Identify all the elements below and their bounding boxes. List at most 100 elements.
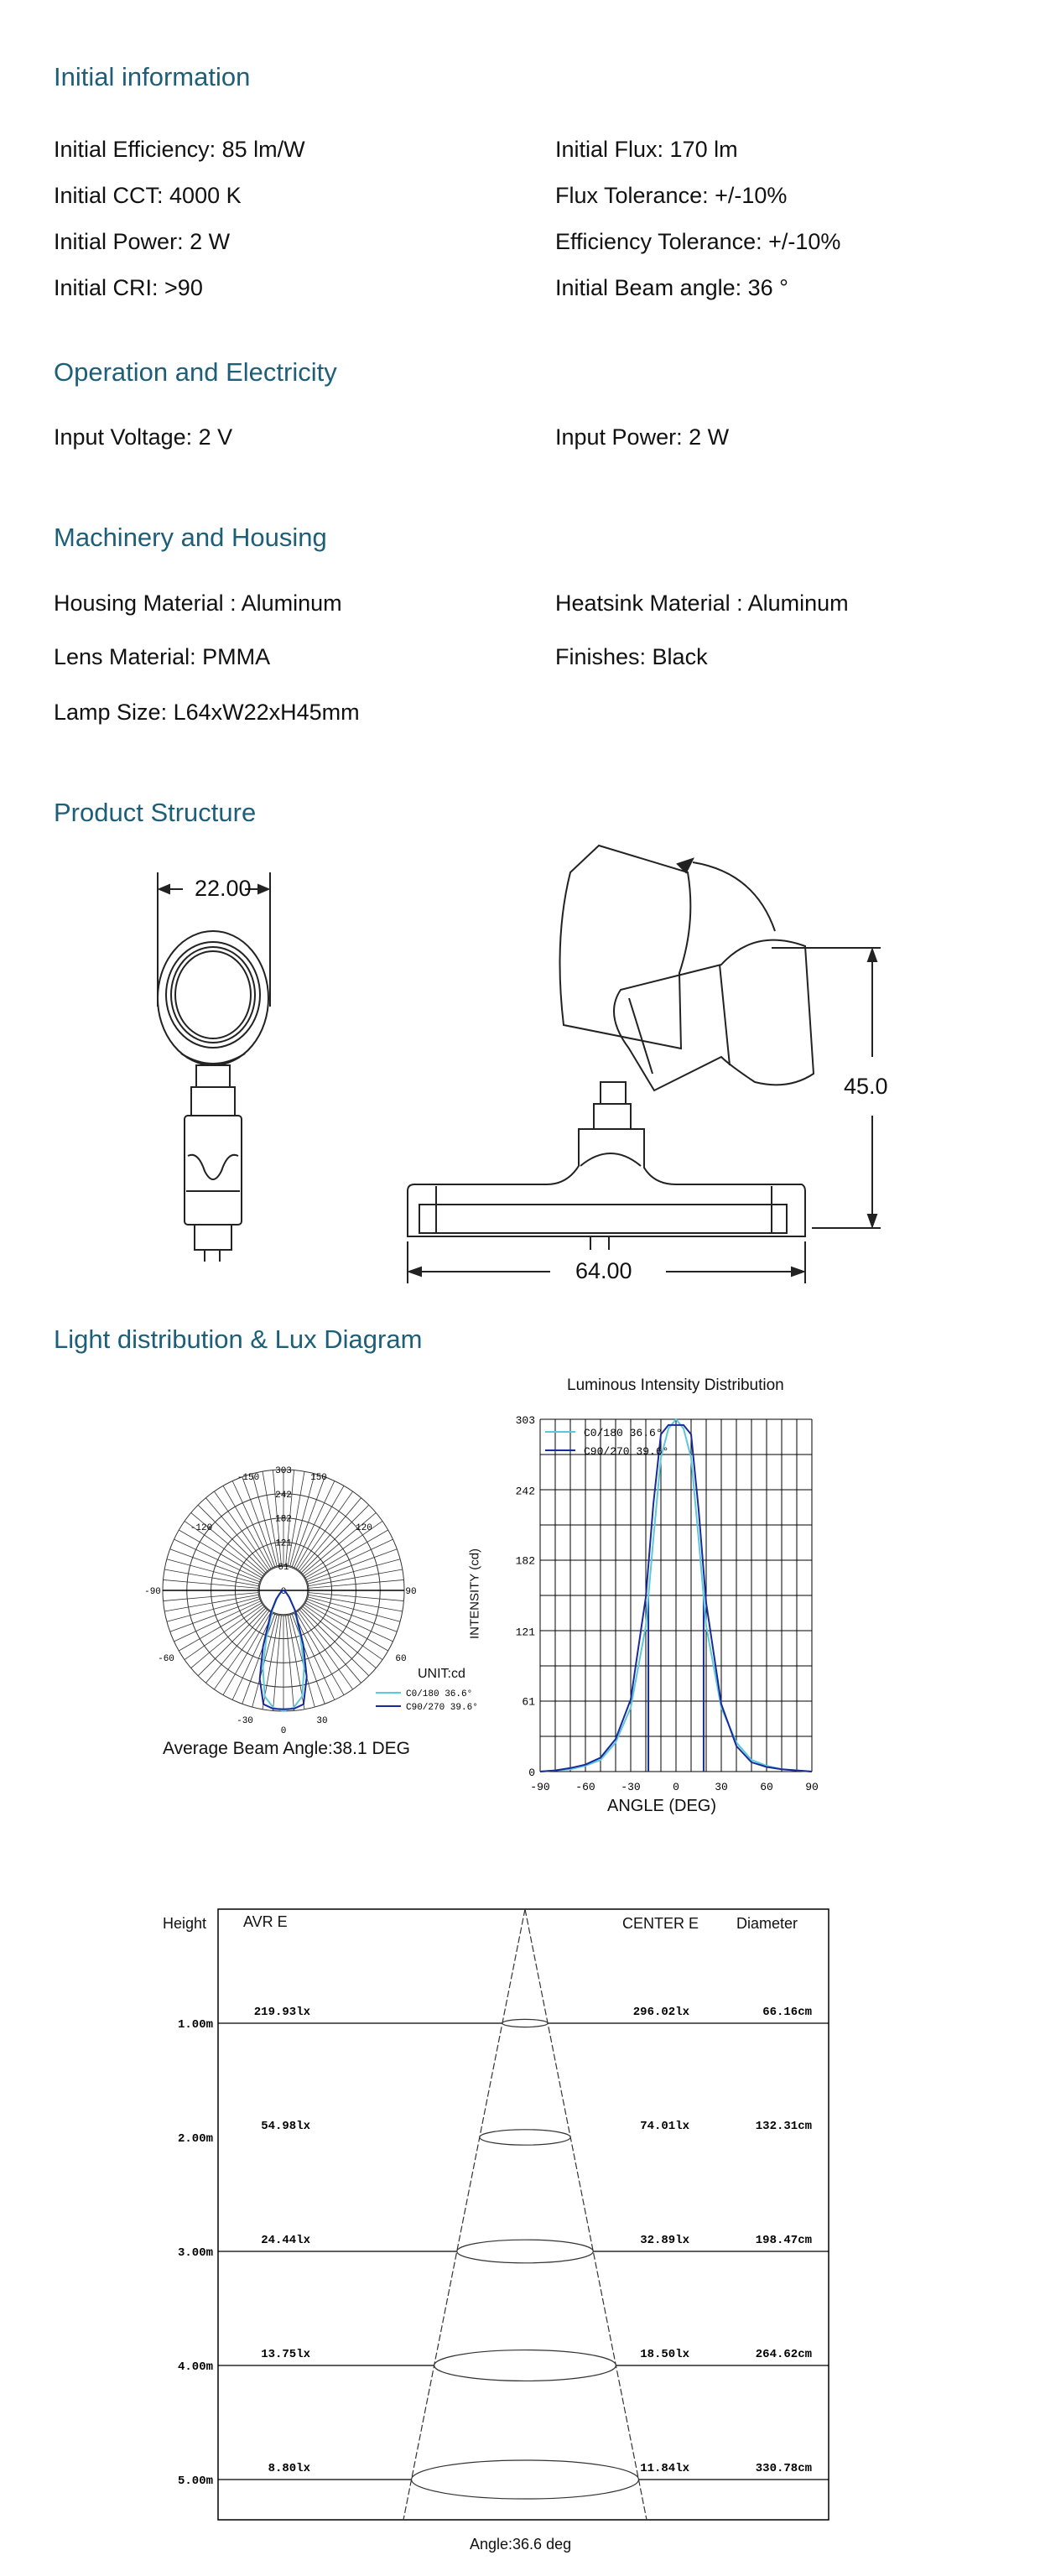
lux-beam-ellipse: [434, 2349, 616, 2382]
polar-spoke: [262, 1471, 280, 1566]
spec-lamp-size: Lamp Size: L64xW22xH45mm: [54, 700, 360, 725]
lux-height-label: 4.00m: [178, 2360, 213, 2374]
lux-caption: Angle:36.6 deg: [470, 2536, 572, 2553]
polar-spoke: [306, 1600, 393, 1642]
polar-spoke: [307, 1559, 401, 1585]
polar-spoke: [307, 1548, 398, 1583]
lux-height-label: 5.00m: [178, 2475, 213, 2488]
polar-spoke: [205, 1609, 268, 1684]
polar-spoke: [302, 1512, 377, 1575]
polar-spoke: [304, 1521, 383, 1577]
polar-spoke: [273, 1470, 282, 1566]
dimension-width-label: 22.00: [195, 876, 252, 901]
lux-beam-ellipse: [502, 2018, 549, 2028]
lux-height-label: 1.00m: [178, 2018, 213, 2032]
polar-spoke: [214, 1491, 270, 1570]
lux-center-value: 11.84lx: [640, 2462, 689, 2475]
polar-spoke: [308, 1594, 403, 1612]
polar-spoke: [308, 1569, 403, 1587]
cartesian-legend-label: C90/270 39.6°: [584, 1445, 668, 1458]
polar-spoke: [179, 1529, 263, 1579]
polar-spoke: [299, 1497, 361, 1572]
polar-spoke: [302, 1605, 377, 1668]
spec-flux-tolerance: Flux Tolerance: +/-10%: [555, 183, 788, 208]
lux-cone-left: [403, 1908, 526, 2521]
polar-angle-label: 120: [356, 1523, 372, 1533]
polar-angle-label: -150: [237, 1473, 259, 1483]
polar-radial-tick: 303: [275, 1466, 292, 1476]
cartesian-xlabel: ANGLE (DEG): [607, 1797, 717, 1815]
spec-cri: Initial CRI: >90: [54, 275, 203, 300]
polar-spoke: [163, 1579, 259, 1589]
section-title-operation: Operation and Electricity: [54, 357, 337, 387]
polar-spoke: [166, 1596, 260, 1622]
cartesian-title: Luminous Intensity Distribution: [567, 1376, 784, 1394]
lux-height-label: 2.00m: [178, 2132, 213, 2146]
lux-diameter-value: 66.16cm: [762, 2006, 812, 2019]
polar-spoke: [285, 1615, 294, 1711]
polar-radial-tick: 0: [281, 1587, 287, 1597]
section-title-machinery: Machinery and Housing: [54, 523, 327, 552]
cartesian-ytick: 121: [516, 1626, 536, 1638]
cartesian-ytick: 303: [516, 1414, 535, 1427]
polar-spoke: [307, 1598, 398, 1632]
lux-avr-value: 54.98lx: [261, 2120, 310, 2133]
cartesian-xtick: 30: [715, 1781, 728, 1793]
polar-spoke: [304, 1604, 383, 1660]
cartesian-ytick: 61: [522, 1695, 535, 1708]
lux-header-diameter: Diameter: [736, 1915, 798, 1932]
section-title-initial: Initial information: [54, 62, 251, 91]
polar-spoke: [174, 1600, 261, 1642]
spec-flux: Initial Flux: 170 lm: [555, 137, 738, 162]
polar-spoke: [184, 1521, 263, 1577]
polar-spoke: [169, 1548, 260, 1583]
lux-beam-ellipse: [479, 2129, 571, 2146]
spec-input-power: Input Power: 2 W: [555, 424, 730, 450]
polar-caption: Average Beam Angle:38.1 DEG: [163, 1739, 410, 1758]
cartesian-xtick: -60: [575, 1781, 595, 1793]
lux-avr-value: 13.75lx: [261, 2348, 310, 2361]
polar-angle-label: -60: [158, 1654, 174, 1664]
cartesian-xtick: 60: [760, 1781, 773, 1793]
polar-spoke: [205, 1497, 268, 1572]
product-structure-drawing: [157, 844, 881, 1283]
lux-beam-ellipse: [456, 2239, 594, 2264]
polar-angle-label: 30: [316, 1716, 327, 1726]
polar-spoke: [197, 1504, 267, 1574]
polar-radial-tick: 242: [275, 1491, 292, 1501]
spec-beam-angle: Initial Beam angle: 36 °: [555, 275, 788, 300]
lux-avr-value: 219.93lx: [254, 2006, 311, 2019]
polar-legend-label: C90/270 39.6°: [406, 1703, 478, 1713]
front-view: [157, 872, 271, 1262]
polar-spoke: [294, 1613, 335, 1700]
polar-spoke: [179, 1602, 263, 1652]
polar-spoke: [242, 1476, 276, 1567]
lux-avr-value: 24.44lx: [261, 2234, 310, 2247]
lux-center-value: 74.01lx: [640, 2120, 689, 2133]
polar-angle-label: -30: [237, 1716, 253, 1726]
polar-spoke: [307, 1596, 401, 1622]
polar-spoke: [164, 1569, 259, 1587]
lux-center-value: 32.89lx: [640, 2234, 689, 2247]
lux-center-value: 18.50lx: [640, 2348, 689, 2361]
polar-spoke: [295, 1611, 345, 1695]
lux-frame: [217, 1908, 829, 2521]
polar-spoke: [174, 1538, 261, 1580]
polar-angle-label: -120: [190, 1523, 212, 1533]
cartesian-ytick: 0: [528, 1767, 535, 1779]
polar-radial-tick: 182: [275, 1515, 292, 1525]
lux-height-label: 3.00m: [178, 2246, 213, 2260]
polar-spoke: [231, 1481, 273, 1568]
polar-spoke: [291, 1614, 325, 1704]
spec-efficiency-tolerance: Efficiency Tolerance: +/-10%: [555, 229, 841, 254]
dimension-length-label: 64.00: [575, 1258, 632, 1283]
lux-diameter-value: 198.47cm: [756, 2234, 812, 2247]
polar-angle-label: 0: [281, 1726, 287, 1736]
polar-spoke: [297, 1611, 353, 1690]
cartesian-series-1: [539, 1423, 813, 1772]
spec-finishes: Finishes: Black: [555, 644, 708, 669]
lux-header-center: CENTER E: [622, 1915, 699, 1932]
